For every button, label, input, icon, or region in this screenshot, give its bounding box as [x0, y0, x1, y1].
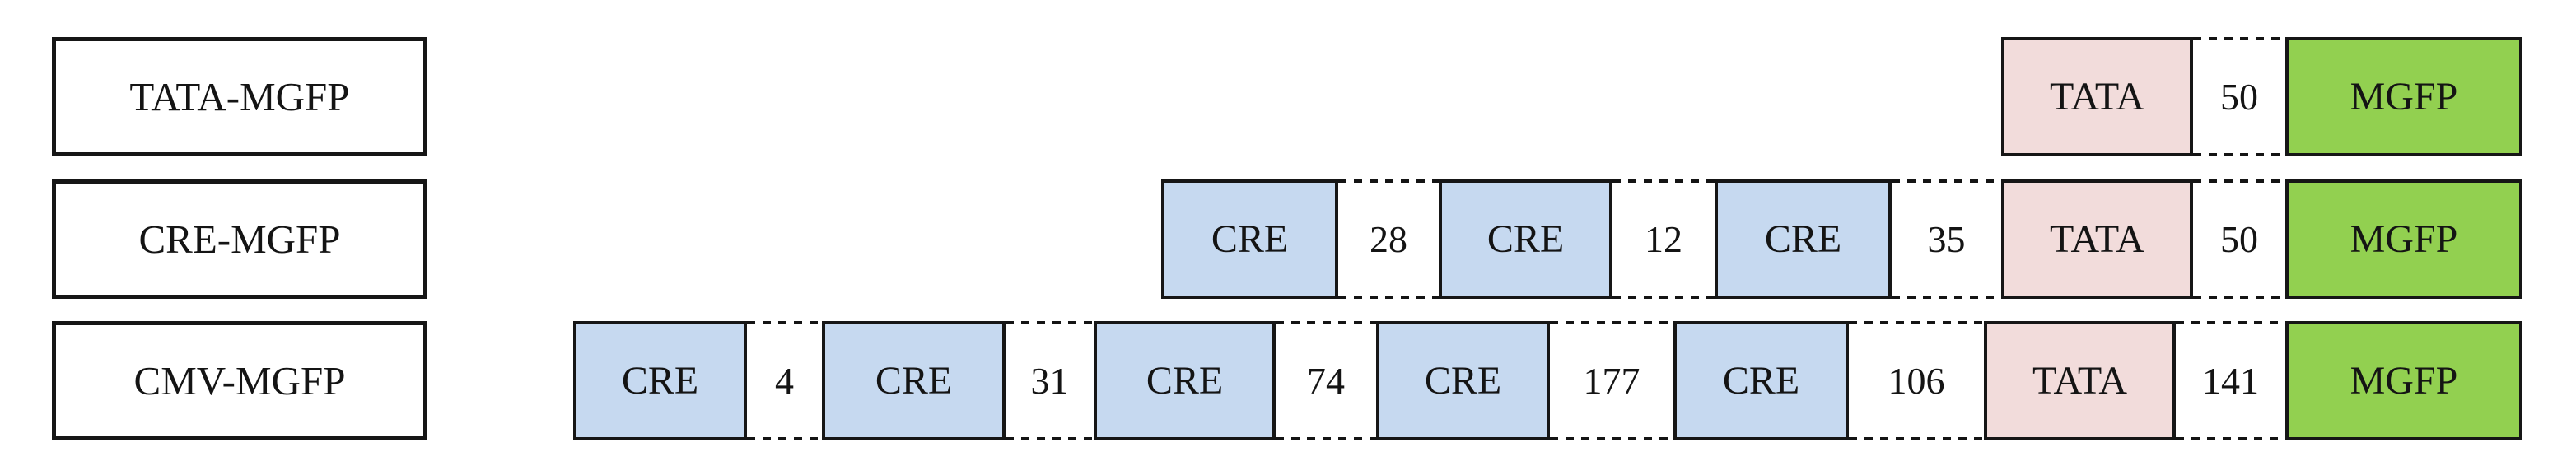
cre-box: CRE	[1376, 321, 1550, 440]
cre-box: CRE	[573, 321, 747, 440]
mgfp-box: MGFP	[2285, 37, 2522, 156]
spacer-length: 177	[1550, 321, 1673, 440]
construct-label-tata-mgfp: TATA-MGFP	[52, 37, 427, 156]
spacer-length: 106	[1849, 321, 1984, 440]
cre-box: CRE	[1715, 179, 1892, 299]
spacer-length: 12	[1612, 179, 1715, 299]
spacer-length: 74	[1276, 321, 1376, 440]
cre-box: CRE	[1439, 179, 1612, 299]
spacer-length: 35	[1892, 179, 2001, 299]
tata-box: TATA	[1984, 321, 2176, 440]
mgfp-box: MGFP	[2285, 321, 2522, 440]
mgfp-box: MGFP	[2285, 179, 2522, 299]
construct-label-cre-mgfp: CRE-MGFP	[52, 179, 427, 299]
tata-box: TATA	[2001, 37, 2193, 156]
spacer-length: 50	[2193, 179, 2285, 299]
spacer-length: 28	[1338, 179, 1439, 299]
tata-box: TATA	[2001, 179, 2193, 299]
cre-box: CRE	[1094, 321, 1276, 440]
construct-label-cmv-mgfp: CMV-MGFP	[52, 321, 427, 440]
spacer-length: 141	[2176, 321, 2285, 440]
cre-box: CRE	[1673, 321, 1849, 440]
spacer-length: 4	[747, 321, 822, 440]
cre-box: CRE	[822, 321, 1006, 440]
spacer-length: 50	[2193, 37, 2285, 156]
spacer-length: 31	[1006, 321, 1094, 440]
cre-box: CRE	[1161, 179, 1338, 299]
